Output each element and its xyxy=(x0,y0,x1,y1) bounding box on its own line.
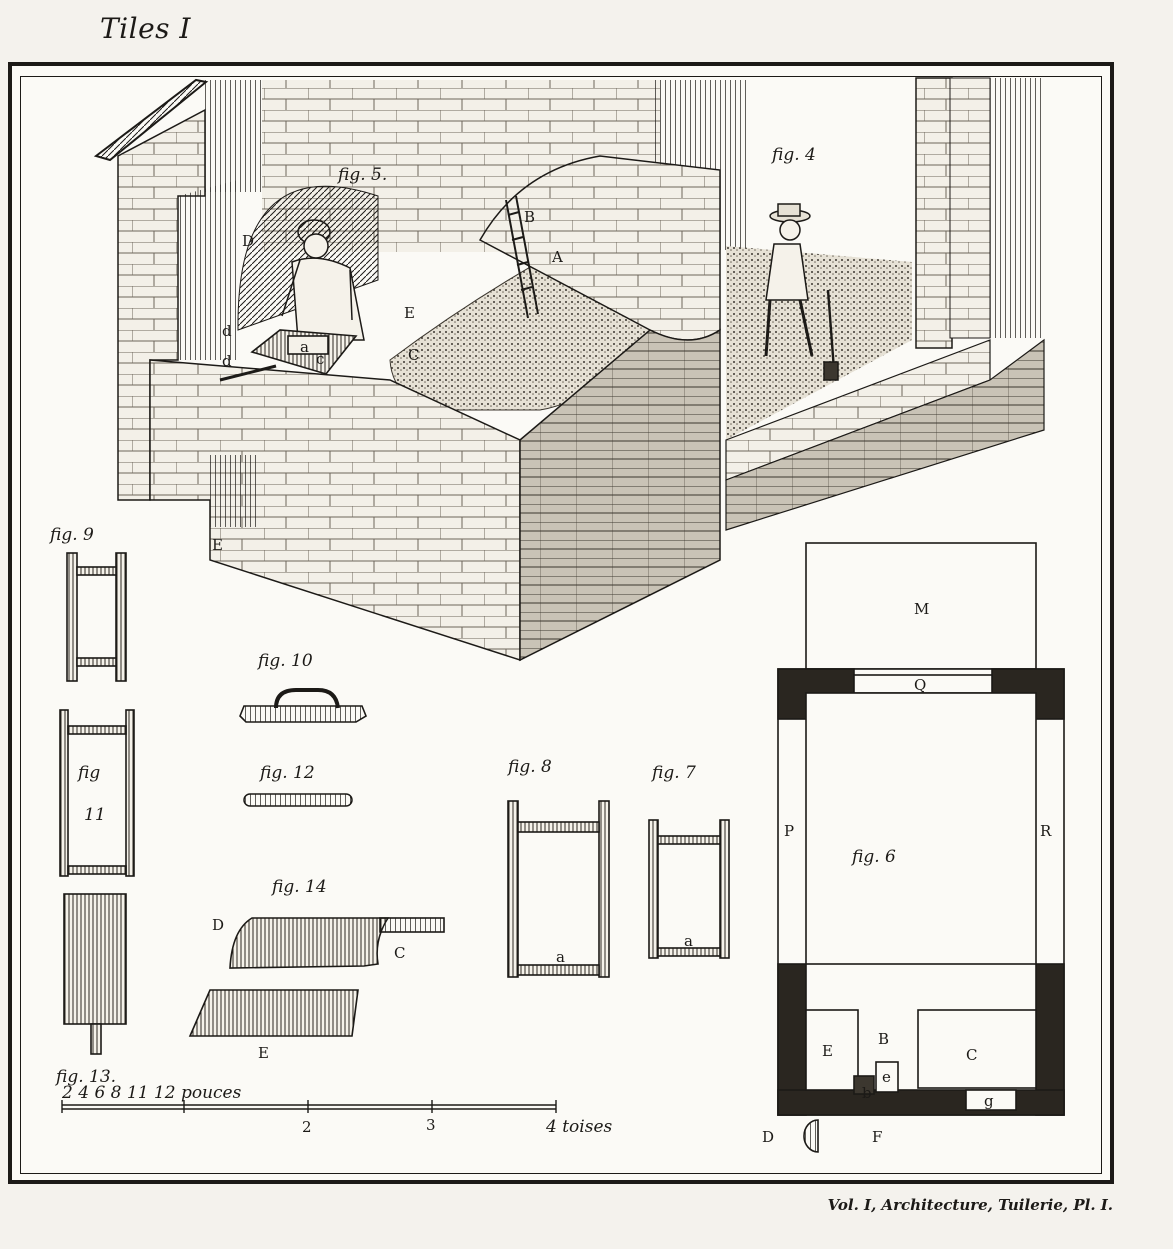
label-E-plan: E xyxy=(822,1042,833,1060)
fig-9-label: fig. 9 xyxy=(48,525,94,545)
label-c-scene: c xyxy=(316,350,324,368)
label-d-lower: d xyxy=(222,352,232,370)
scale-toises-label: 4 toises xyxy=(545,1117,613,1137)
fig-10-drawing xyxy=(239,688,367,723)
label-F-plan: F xyxy=(872,1128,882,1146)
fig-7-drawing xyxy=(648,819,730,959)
fig-9-drawing xyxy=(66,552,127,682)
fig-12-drawing xyxy=(243,793,353,807)
label-C: C xyxy=(408,346,419,364)
fig-11-label-a: fig xyxy=(76,763,100,783)
scale-tick-3: 3 xyxy=(426,1116,436,1134)
label-D-plan: D xyxy=(762,1128,774,1146)
fig-7-label: fig. 7 xyxy=(650,763,696,783)
label-P: P xyxy=(784,822,794,840)
label-M: M xyxy=(914,600,929,618)
label-E-fig14: E xyxy=(258,1044,269,1062)
fig-5-label: fig. 5. xyxy=(336,165,387,185)
fig-11-label-b: 11 xyxy=(84,805,106,825)
plate-title: Tiles I xyxy=(100,12,191,45)
label-a-scene: a xyxy=(300,338,309,356)
fig-13-drawing xyxy=(63,893,127,1055)
label-B-plan: B xyxy=(878,1030,889,1048)
fig-6-plan xyxy=(777,542,1065,1153)
scale-tick-2: 2 xyxy=(302,1118,312,1136)
label-C-fig14: C xyxy=(394,944,405,962)
fig-11-drawing xyxy=(59,709,135,877)
plate-inner-border xyxy=(20,76,1102,1174)
label-B: B xyxy=(524,208,535,226)
fig-13-label: fig. 13. xyxy=(54,1067,116,1087)
fig-4-label: fig. 4 xyxy=(770,145,816,165)
label-a-fig8: a xyxy=(556,948,565,966)
plate-caption: Vol. I, Architecture, Tuilerie, Pl. I. xyxy=(827,1196,1113,1214)
fig-6-label: fig. 6 xyxy=(850,847,896,867)
label-b-plan: b xyxy=(862,1084,872,1102)
scale-bar xyxy=(61,1100,557,1113)
label-g-plan: g xyxy=(984,1092,994,1110)
label-E-alcove: E xyxy=(404,304,415,322)
label-D-fig14: D xyxy=(212,916,224,934)
label-Q: Q xyxy=(914,676,926,694)
fig-8-label: fig. 8 xyxy=(506,757,552,777)
fig-14-drawing xyxy=(188,917,445,1037)
label-C-plan: C xyxy=(966,1046,977,1064)
fig-14-label: fig. 14 xyxy=(270,877,327,897)
label-A: A xyxy=(551,248,563,266)
workshop-scene xyxy=(93,77,1045,662)
scale-pouces-label: 2 4 6 8 11 12 pouces xyxy=(61,1083,242,1103)
fig-12-label: fig. 12 xyxy=(258,763,315,783)
label-R: R xyxy=(1040,822,1052,840)
label-d-upper: d xyxy=(222,322,232,340)
label-E-front: E xyxy=(212,536,223,554)
label-e-plan: e xyxy=(882,1068,891,1086)
label-D: D xyxy=(242,232,254,250)
label-a-fig7: a xyxy=(684,932,693,950)
fig-8-drawing xyxy=(507,800,610,978)
fig-10-label: fig. 10 xyxy=(256,651,313,671)
